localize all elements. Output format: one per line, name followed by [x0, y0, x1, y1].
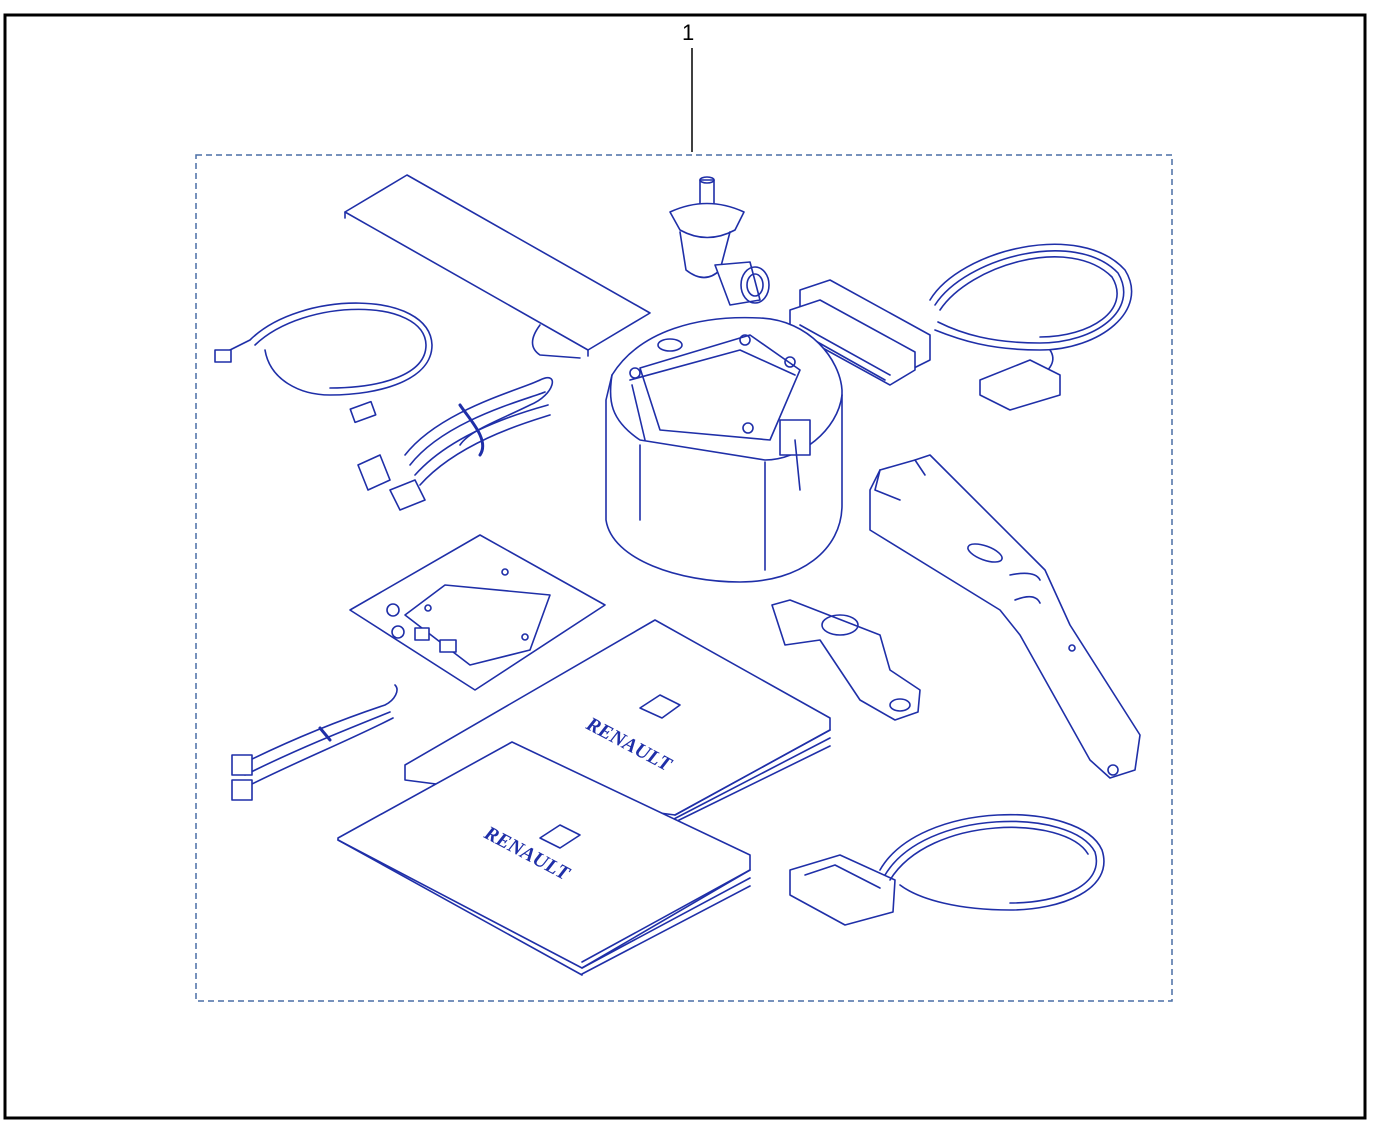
valve-part: [669, 176, 770, 306]
mounting-bracket-large: [869, 454, 1141, 779]
hardware-bag: [349, 534, 606, 691]
outer-border: [3, 13, 1367, 1120]
mounting-bracket-small: [771, 599, 921, 721]
adhesive-pad-part: [344, 174, 651, 359]
callout-number: 1: [682, 20, 695, 45]
manual-front: [337, 741, 751, 976]
small-wire: [231, 684, 398, 801]
temperature-sensor-wire: [214, 302, 433, 424]
wiring-harness-small: [789, 813, 1105, 926]
wiring-harness-large: [789, 243, 1133, 411]
heater-unit: [605, 316, 843, 583]
coiled-harness: [357, 377, 554, 511]
kit-boundary: [195, 154, 1173, 1002]
